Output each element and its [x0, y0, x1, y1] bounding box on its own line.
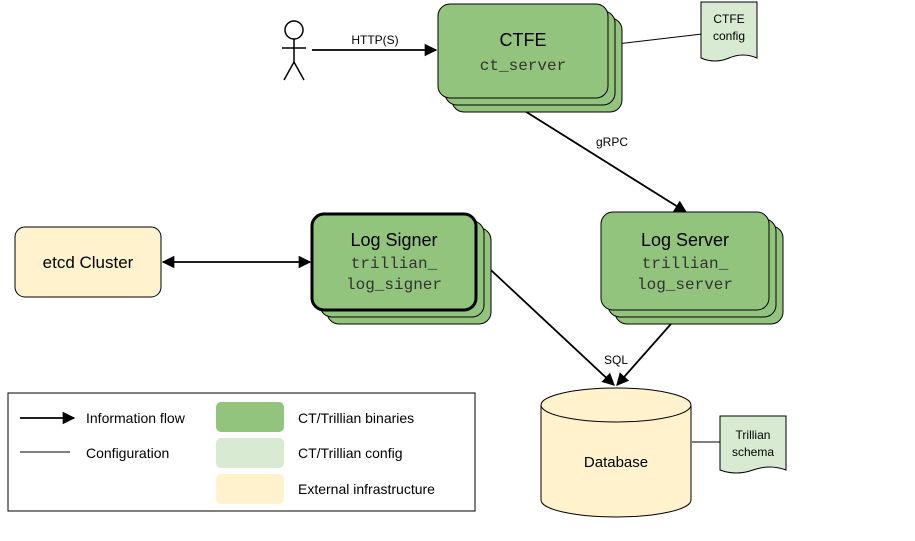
ctfe-config-line2: config [713, 29, 745, 43]
sql-edge-label: SQL [604, 353, 628, 367]
trillian-schema-doc: Trillian schema [719, 415, 787, 474]
etcd-node: etcd Cluster [14, 226, 162, 298]
ctfe-config-line1: CTFE [713, 12, 744, 26]
log-server-binary-line1: trillian_ [642, 255, 729, 273]
log-signer-binary-line2: log_signer [346, 276, 442, 294]
legend-config-label: CT/Trillian config [298, 445, 403, 461]
legend-configuration-label: Configuration [86, 445, 169, 461]
http-edge-label: HTTP(S) [351, 33, 398, 47]
ctfe-title: CTFE [500, 30, 547, 50]
log-server-binary-line2: log_server [637, 276, 733, 294]
log-server-node: Log Server trillian_ log_server [600, 211, 784, 325]
database-node: Database [540, 387, 692, 518]
legend-information-flow-label: Information flow [86, 410, 186, 426]
trillian-schema-line1: Trillian [736, 428, 771, 442]
legend-external-swatch [216, 474, 284, 504]
legend-config-swatch [216, 438, 284, 468]
log-signer-node: Log Signer trillian_ log_signer [310, 212, 492, 325]
log-signer-title: Log Signer [350, 230, 437, 250]
grpc-edge [519, 107, 688, 213]
legend: Information flow Configuration CT/Trilli… [7, 392, 476, 512]
legend-binaries-label: CT/Trillian binaries [298, 410, 414, 426]
ctfe-node: CTFE ct_server [437, 3, 623, 113]
ctfe-config-doc: CTFE config [700, 1, 758, 62]
signer-database-edge [477, 257, 615, 386]
etcd-title: etcd Cluster [43, 253, 134, 272]
trillian-schema-line2: schema [732, 445, 774, 459]
database-title: Database [584, 454, 648, 471]
legend-binaries-swatch [216, 402, 284, 432]
grpc-edge-label: gRPC [596, 135, 628, 149]
legend-external-label: External infrastructure [298, 481, 435, 497]
ctfe-binary: ct_server [480, 57, 566, 75]
log-signer-binary-line1: trillian_ [351, 255, 438, 273]
log-server-title: Log Server [641, 230, 729, 250]
person-icon [282, 20, 306, 81]
